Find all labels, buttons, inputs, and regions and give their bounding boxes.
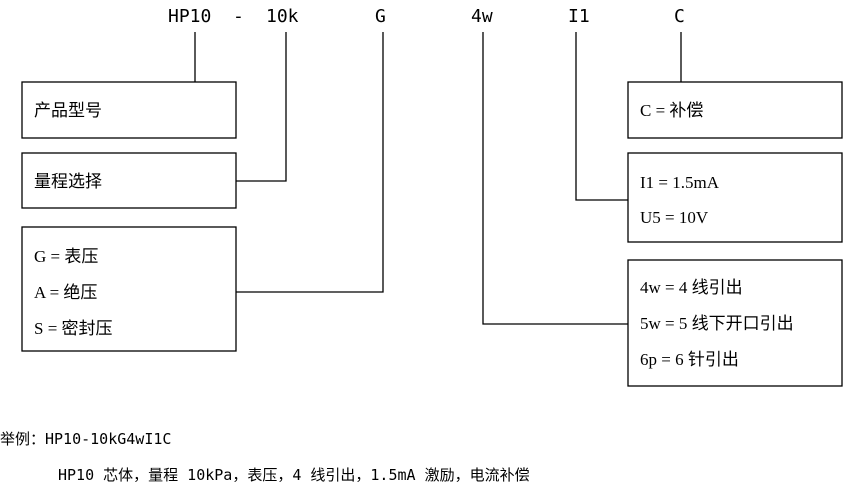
box-range-label: 量程选择 [34,172,102,191]
connector-wires [482,32,628,325]
box-compensation-label: C = 补偿 [640,101,703,120]
example-line: 举例：HP10-10kG4wI1C [0,430,172,448]
code-hp10: HP10 [168,6,211,27]
box-compensation: C = 补偿 [627,81,843,139]
excitation-current: I1 = 1.5mA [640,173,720,192]
code-pressure: G [375,6,386,27]
pressure-type-absolute: A = 绝压 [34,283,97,302]
box-model-label: 产品型号 [34,101,102,120]
box-excitation-frame [627,152,843,243]
box-wires-frame [627,259,843,387]
example-description: HP10 芯体，量程 10kPa，表压，4 线引出，1.5mA 激励，电流补偿 [58,466,530,484]
connector-excitation [575,32,628,201]
code-range: 10k [266,6,299,27]
box-excitation: I1 = 1.5mA U5 = 10V [627,152,843,243]
excitation-voltage: U5 = 10V [640,208,709,227]
wires-4w: 4w = 4 线引出 [640,278,743,297]
pressure-type-sealed: S = 密封压 [34,319,113,338]
wires-5w: 5w = 5 线下开口引出 [640,314,794,333]
connector-lines [194,32,682,325]
box-range: 量程选择 [21,152,237,209]
box-range-frame [21,152,237,209]
box-wires: 4w = 4 线引出 5w = 5 线下开口引出 6p = 6 针引出 [627,259,843,387]
code-compensation: C [674,6,685,27]
code-dash: - [233,6,244,27]
box-model-frame [21,81,237,139]
model-code-header: HP10 - 10k G 4w I1 C [168,6,685,27]
wires-6p: 6p = 6 针引出 [640,350,739,369]
box-pressure-type-frame [21,226,237,352]
box-compensation-frame [627,81,843,139]
pressure-type-gauge: G = 表压 [34,247,98,266]
code-excitation: I1 [568,6,590,27]
code-wires: 4w [471,6,493,27]
connector-range [236,32,287,182]
connector-pressure [236,32,384,293]
box-model: 产品型号 [21,81,237,139]
box-pressure-type: G = 表压 A = 绝压 S = 密封压 [21,226,237,352]
